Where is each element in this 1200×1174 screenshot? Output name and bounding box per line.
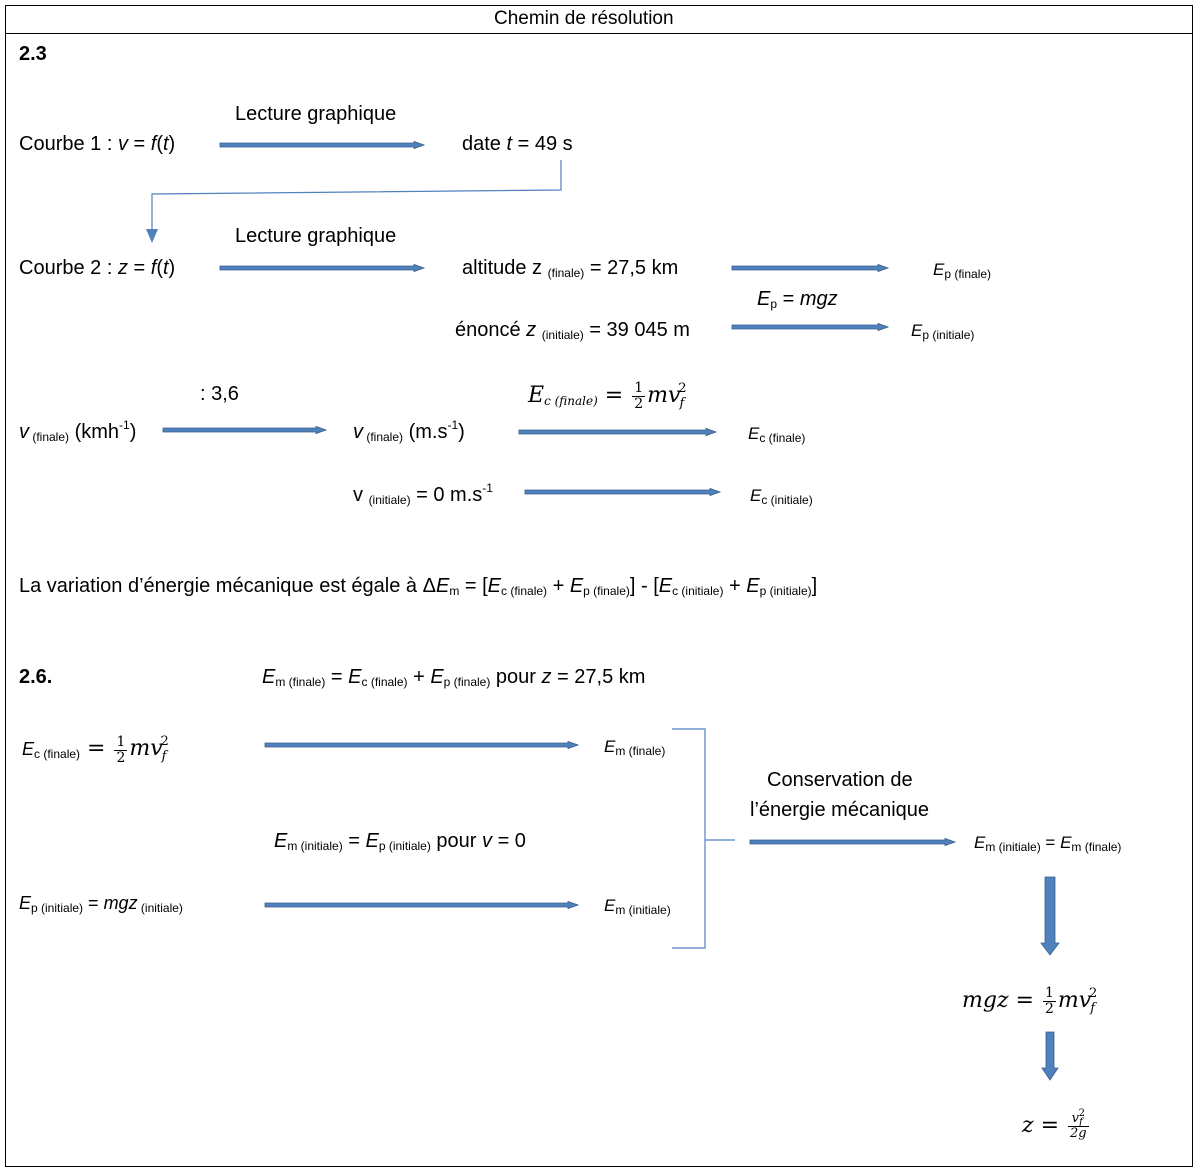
- arrow-ec-left-to-em-finale: [264, 740, 580, 750]
- arrow-vms-to-ec-finale: [518, 427, 718, 437]
- connector-arrowhead: [146, 229, 158, 243]
- em-conservation-equation: Em (initiale) = Em (finale): [974, 833, 1122, 854]
- courbe-1-label: Courbe 1 : v = f(t): [19, 133, 176, 155]
- courbe-2-label: Courbe 2 : z = f(t): [19, 257, 176, 279]
- connector-date-to-courbe2: [151, 160, 562, 230]
- em-initiale-label: Em (initiale): [604, 896, 671, 917]
- ec-finale-label: Ec (finale): [748, 424, 806, 445]
- conservation-line-1: Conservation de: [767, 769, 913, 791]
- ep-formula: Ep = mgz: [757, 288, 838, 311]
- altitude-final-value: altitude z (finale) = 27,5 km: [462, 257, 679, 280]
- v-finale-kmh: v (finale) (kmh-1): [19, 418, 137, 444]
- arrow-courbe1-to-date: [219, 140, 426, 150]
- lecture-graphique-2: Lecture graphique: [235, 225, 397, 247]
- variation-energie-mecanique: La variation d’énergie mécanique est éga…: [19, 575, 818, 598]
- em-finale-definition: Em (finale) = Ec (finale) + Ep (finale) …: [262, 666, 646, 689]
- section-label-2-6: 2.6.: [19, 666, 53, 688]
- em-finale-label: Em (finale): [604, 737, 666, 758]
- bracket-em: [672, 728, 706, 949]
- arrow-enonce-to-ep-initiale: [731, 322, 890, 332]
- v-finale-ms: v (finale) (m.s-1): [353, 418, 465, 444]
- v-initiale-value: v (initiale) = 0 m.s-1: [353, 481, 493, 507]
- ec-initiale-label: Ec (initiale): [750, 486, 813, 507]
- date-t-value: date t = 49 s: [462, 133, 573, 155]
- divide-3-6-label: : 3,6: [200, 383, 239, 405]
- arrow-courbe2-to-altitude: [219, 263, 426, 273]
- ep-finale-label: Ep (finale): [933, 260, 992, 281]
- conservation-line-2: l’énergie mécanique: [750, 799, 930, 821]
- arrow-vkmh-to-vms: [162, 425, 328, 435]
- lecture-graphique-1: Lecture graphique: [235, 103, 397, 125]
- ep-initiale-left: Ep (initiale) = mgz (initiale): [19, 893, 183, 915]
- resolution-frame: [5, 5, 1193, 1167]
- arrow-down-to-mgz: [1040, 876, 1060, 956]
- arrow-bracket-to-conservation: [749, 837, 957, 847]
- enonce-z-initiale: énoncé z (initiale) = 39 045 m: [455, 319, 690, 342]
- arrow-altitude-to-ep-finale: [731, 263, 890, 273]
- section-label-2-3: 2.3: [19, 43, 47, 65]
- arrow-down-to-z: [1041, 1031, 1059, 1081]
- ep-initiale-label: Ep (initiale): [911, 321, 975, 342]
- arrow-ep-left-to-em-initiale: [264, 900, 580, 910]
- header-row: [5, 5, 1193, 34]
- em-initiale-definition: Em (initiale) = Ep (initiale) pour v = 0: [274, 830, 526, 853]
- page-title: Chemin de résolution: [494, 8, 674, 29]
- arrow-vini-to-ec-initiale: [524, 487, 722, 497]
